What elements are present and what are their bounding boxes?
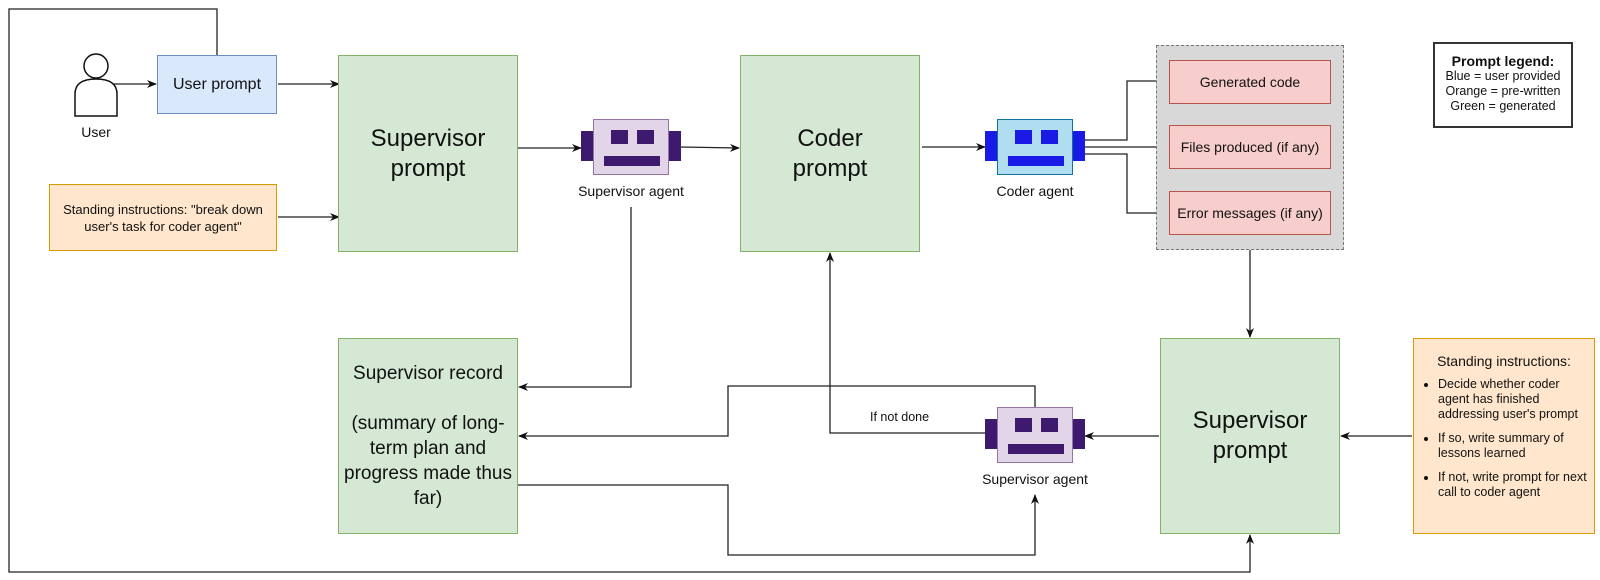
output-generated-code[interactable]: Generated code	[1169, 60, 1331, 104]
standing-instructions-bottom-title: Standing instructions:	[1437, 353, 1571, 369]
output-files-produced[interactable]: Files produced (if any)	[1169, 125, 1331, 169]
legend-item: Blue = user provided	[1445, 69, 1561, 83]
edge-coder-to-errors	[1083, 153, 1169, 217]
person-icon	[74, 53, 118, 117]
output-label: Files produced (if any)	[1180, 139, 1320, 155]
edge-coder-to-generated	[1083, 77, 1169, 141]
user-prompt-box[interactable]: User prompt	[157, 55, 277, 114]
supervisor-prompt-top[interactable]: Supervisor prompt	[338, 55, 518, 252]
supervisor-record[interactable]: Supervisor record (summary of long-term …	[338, 338, 518, 534]
instructions-list: Decide whether coder agent has finished …	[1418, 377, 1590, 509]
edge-record-to-agent2	[518, 484, 1039, 556]
legend-title: Prompt legend:	[1451, 53, 1555, 69]
supervisor-prompt-top-label: Supervisor prompt	[370, 124, 486, 182]
if-not-done-label: If not done	[870, 410, 930, 424]
output-label: Error messages (if any)	[1177, 205, 1323, 221]
edge-ifnotdone-to-coderprompt	[826, 252, 986, 434]
output-label: Generated code	[1199, 74, 1301, 90]
standing-instructions-bottom[interactable]: Standing instructions: Decide whether co…	[1413, 338, 1595, 534]
output-error-messages[interactable]: Error messages (if any)	[1169, 191, 1331, 235]
robot-icon[interactable]	[985, 407, 1085, 465]
supervisor-prompt-bottom-label: Supervisor prompt	[1192, 407, 1308, 464]
edge-agent-to-record	[518, 207, 632, 391]
supervisor-agent-top-label: Supervisor agent	[578, 183, 684, 199]
edge-loop-userprompt-to-bottom	[8, 8, 1254, 573]
prompt-legend: Prompt legend: Blue = user provided Oran…	[1433, 42, 1573, 128]
instruction-item: If not, write prompt for next call to co…	[1438, 470, 1590, 500]
legend-item: Orange = pre-written	[1445, 84, 1561, 98]
supervisor-agent-bottom-label: Supervisor agent	[982, 471, 1088, 487]
coder-prompt[interactable]: Coder prompt	[740, 55, 920, 252]
instruction-item: Decide whether coder agent has finished …	[1438, 377, 1590, 422]
user-prompt-label: User prompt	[172, 75, 262, 93]
coder-prompt-label: Coder prompt	[792, 124, 868, 182]
standing-instructions-top[interactable]: Standing instructions: "break down user'…	[49, 184, 277, 251]
supervisor-record-title: Supervisor record	[353, 363, 503, 384]
instruction-item: If so, write summary of lessons learned	[1438, 431, 1590, 461]
edge-agent-to-coderprompt	[679, 143, 740, 152]
user-label: User	[81, 124, 111, 140]
supervisor-record-body: (summary of long-term plan and progress …	[344, 413, 512, 509]
robot-icon[interactable]	[581, 119, 681, 177]
edge-agent2-to-record	[518, 385, 1036, 440]
supervisor-prompt-bottom[interactable]: Supervisor prompt	[1160, 338, 1340, 534]
legend-item: Green = generated	[1450, 99, 1556, 113]
standing-instructions-top-text: Standing instructions: "break down user'…	[63, 201, 263, 234]
robot-icon[interactable]	[985, 119, 1085, 177]
coder-agent-label: Coder agent	[996, 183, 1074, 199]
